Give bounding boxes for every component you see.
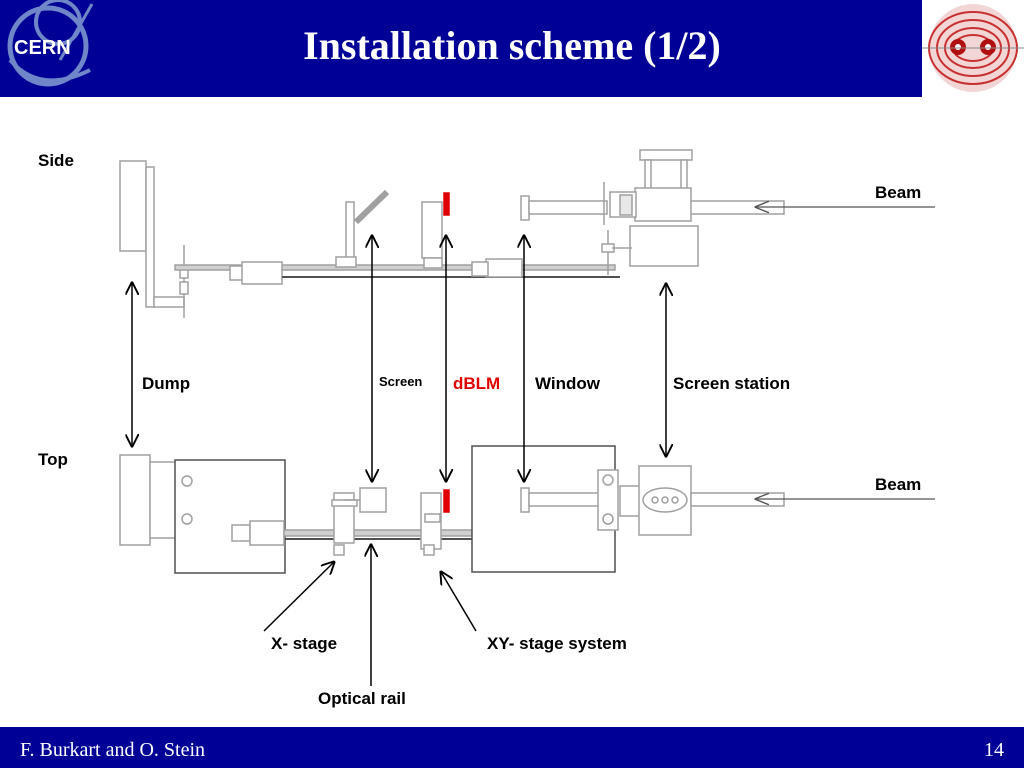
- top-dump-plate: [119, 454, 151, 546]
- label-xy-stage-system: XY- stage system: [487, 634, 627, 653]
- top-beam-pipe-left: [528, 492, 608, 507]
- label-dump: Dump: [142, 374, 190, 393]
- side-screen-station-base: [629, 225, 699, 267]
- side-window-carriage: [485, 258, 523, 278]
- label-beam-top: Beam: [875, 475, 921, 494]
- page-number: 14: [984, 739, 1004, 761]
- top-window-flange: [520, 487, 530, 513]
- top-rail: [283, 529, 473, 537]
- label-side: Side: [38, 151, 74, 170]
- top-rail-carriage: [249, 520, 285, 546]
- label-screen-station: Screen station: [673, 374, 790, 393]
- header-bar: CERN Installation scheme (1/2): [0, 0, 1024, 97]
- side-dump-foot: [153, 296, 185, 308]
- side-window-flange: [520, 195, 530, 221]
- label-screen: Screen: [379, 374, 422, 389]
- lhc-logo: [922, 0, 1024, 97]
- side-dump-body: [145, 166, 155, 308]
- side-rail: [174, 264, 616, 271]
- label-top: Top: [38, 450, 68, 469]
- side-dblm-detector: [443, 192, 450, 216]
- side-rail-carriage: [241, 261, 283, 285]
- xy-stage-arrow: [441, 572, 477, 632]
- label-dblm: dBLM: [453, 374, 500, 393]
- footer-bar: F. Burkart and O. Stein 14: [0, 727, 1024, 768]
- cern-logo-text: CERN: [14, 37, 71, 59]
- side-screen-station-chamber: [634, 187, 692, 222]
- top-view: [119, 445, 785, 574]
- side-dump-plate: [119, 160, 147, 252]
- arrows: [132, 236, 666, 686]
- side-screen-post: [345, 201, 355, 263]
- side-view: [119, 149, 785, 318]
- top-vacuum-tank: [471, 445, 616, 573]
- side-beam-pipe-left: [528, 200, 608, 215]
- installation-diagram: Side Top Beam Beam Dump Screen dBLM Wind…: [38, 149, 935, 708]
- label-window: Window: [535, 374, 601, 393]
- cern-logo: CERN: [0, 0, 98, 97]
- label-beam-side: Beam: [875, 183, 921, 202]
- top-dblm-detector: [443, 489, 450, 513]
- top-screen: [359, 487, 387, 513]
- label-x-stage: X- stage: [271, 634, 337, 653]
- footer-authors: F. Burkart and O. Stein: [20, 739, 206, 761]
- label-optical-rail: Optical rail: [318, 689, 406, 708]
- top-dump-block: [174, 459, 286, 574]
- side-dblm-holder: [421, 201, 443, 259]
- slide-title: Installation scheme (1/2): [303, 23, 721, 68]
- x-stage-arrow: [263, 562, 334, 632]
